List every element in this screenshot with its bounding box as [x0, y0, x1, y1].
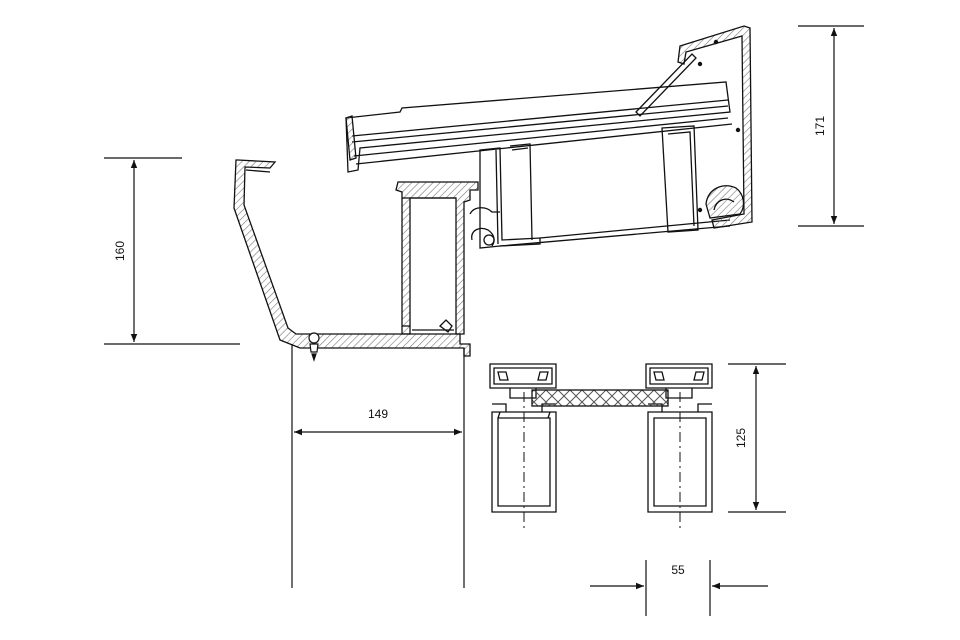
dim-55-label: 55 — [671, 563, 685, 577]
roof-glazing-profile — [345, 25, 753, 249]
dim-171-label: 171 — [813, 116, 827, 136]
dim-149-label: 149 — [368, 407, 388, 421]
dimension-lines — [104, 25, 864, 616]
dim-125-label: 125 — [734, 428, 748, 448]
screw-fixing — [308, 332, 320, 362]
dim-160-label: 160 — [113, 241, 127, 261]
thermal-break-section — [489, 363, 713, 530]
gutter-profile — [233, 159, 479, 357]
fixing-dots — [697, 39, 741, 213]
dimension-labels: 160 171 149 125 55 — [113, 116, 827, 577]
